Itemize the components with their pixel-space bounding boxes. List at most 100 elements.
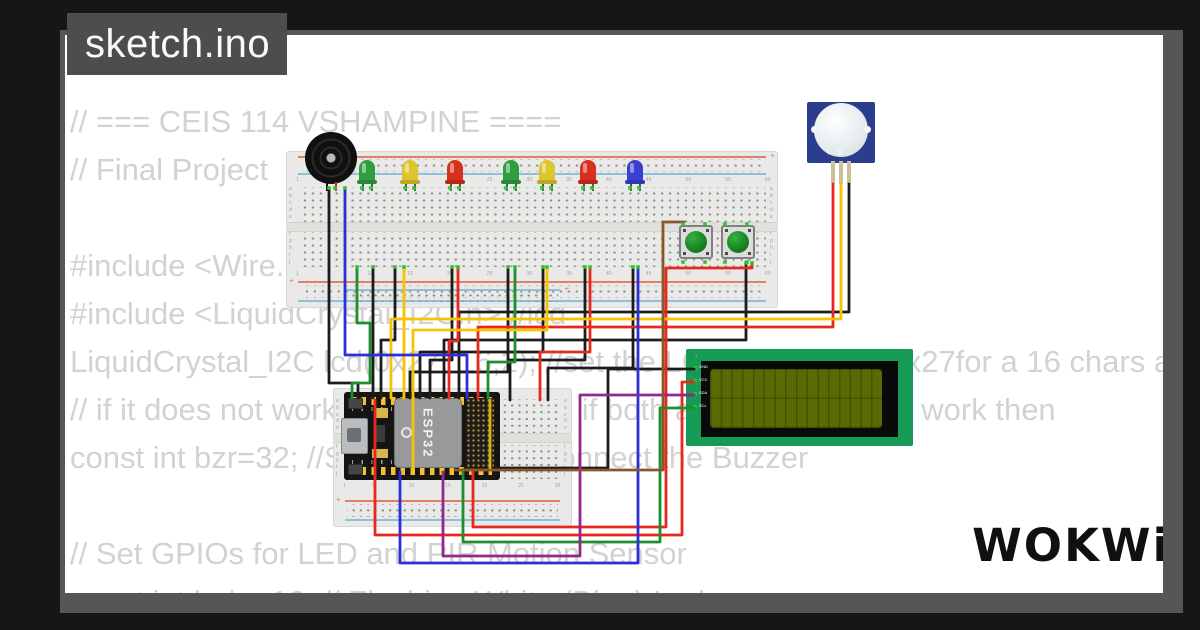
led-flange: [625, 180, 645, 184]
led-leg: [414, 184, 416, 191]
row-label: i: [336, 464, 338, 471]
led-yellow[interactable]: [400, 160, 420, 191]
esp32-chip: [375, 425, 385, 442]
column-label: 1: [296, 177, 299, 183]
usb-connector: [341, 418, 368, 454]
pir-pin-label: +: [827, 151, 831, 157]
row-label: f: [770, 231, 772, 237]
led-leg: [592, 184, 594, 191]
lcd-pin-label: SDA: [699, 390, 708, 395]
row-label: e: [289, 214, 292, 220]
led-highlight: [362, 163, 366, 173]
row-label: h: [564, 457, 567, 464]
row-label: i: [564, 464, 566, 471]
column-label: 15: [445, 483, 451, 489]
led-red[interactable]: [445, 160, 465, 191]
rail-line-red: [345, 500, 560, 502]
led-leg: [506, 184, 508, 191]
column-label: 5: [372, 483, 375, 489]
row-label: b: [564, 404, 567, 411]
led-flange: [445, 180, 465, 184]
pushbutton-cap: [685, 231, 707, 253]
column-label: 10: [367, 271, 374, 277]
column-label: 1: [343, 483, 346, 489]
lcd-pin1-label: 1: [695, 353, 698, 358]
column-label: 30: [526, 177, 533, 183]
column-label: 50: [685, 177, 692, 183]
led-yellow[interactable]: [537, 160, 557, 191]
rail-holes: [347, 504, 558, 517]
code-line: // Final Project: [70, 152, 269, 187]
row-label: e: [564, 425, 567, 432]
column-label: 25: [486, 271, 493, 277]
hole-band: [298, 187, 766, 222]
buzzer-leg-positive: [335, 182, 337, 191]
column-label: 50: [685, 271, 692, 277]
column-label: 45: [645, 271, 652, 277]
led-red[interactable]: [578, 160, 598, 191]
pir-pin-label: -: [849, 151, 851, 157]
pushbutton-pin: [683, 229, 686, 232]
lcd-pin-label: GND: [699, 364, 708, 369]
row-label: h: [336, 457, 339, 464]
row-label: c: [336, 411, 339, 418]
led-leg: [551, 184, 553, 191]
esp32-bottom-pins: [352, 467, 492, 475]
file-tab[interactable]: sketch.ino: [67, 13, 287, 75]
column-label: 5: [327, 271, 331, 277]
led-green[interactable]: [357, 160, 377, 191]
esp32-rf-shield: ESP32: [394, 398, 462, 468]
pir-motion-sensor[interactable]: + D-: [807, 102, 875, 184]
pushbutton[interactable]: [679, 225, 713, 259]
wokwi-logo[interactable]: WOKWi: [970, 515, 1163, 575]
led-highlight: [506, 163, 510, 173]
led-highlight: [405, 163, 409, 173]
wokwi-spiral-icon: [401, 427, 412, 438]
row-label: e: [336, 425, 339, 432]
file-tab-label: sketch.ino: [85, 21, 271, 66]
row-label: d: [336, 418, 339, 425]
column-label: 55: [725, 271, 731, 277]
plus-label: +: [564, 284, 569, 293]
row-label: j: [770, 259, 772, 265]
buzzer[interactable]: [303, 130, 359, 191]
buzzer-body-icon: [305, 132, 357, 184]
led-highlight: [542, 163, 546, 173]
row-label: b: [289, 193, 292, 199]
row-label: b: [770, 193, 773, 199]
led-leg: [371, 184, 373, 191]
led-leg: [450, 184, 452, 191]
led-flange: [578, 180, 598, 184]
led-highlight: [450, 163, 454, 173]
esp32-en-button[interactable]: [348, 398, 363, 409]
column-label: 20: [447, 271, 453, 277]
led-leg: [515, 184, 517, 191]
column-label: 15: [407, 271, 413, 277]
row-label: a: [336, 398, 339, 404]
led-blue[interactable]: [625, 160, 645, 191]
column-label: 40: [606, 271, 612, 277]
column-label: 60: [765, 177, 771, 183]
lcd-pin-label: VCC: [699, 377, 708, 382]
row-label: g: [336, 450, 339, 457]
row-label: h: [289, 245, 292, 251]
esp32-devboard[interactable]: ESP32: [341, 392, 500, 480]
row-label: d: [564, 418, 567, 425]
led-green[interactable]: [501, 160, 521, 191]
led-flange: [501, 180, 521, 184]
pir-pin-label: D: [838, 151, 843, 157]
lcd-pin-dot: [693, 379, 697, 383]
row-label: c: [564, 411, 567, 418]
pushbutton[interactable]: [721, 225, 755, 259]
pushbutton-pin: [706, 229, 709, 232]
wire-layer: [327, 182, 851, 565]
column-label: 45: [645, 177, 652, 183]
row-label: a: [289, 186, 292, 192]
row-label: a: [564, 398, 567, 404]
column-label: 10: [408, 483, 415, 489]
pushbutton-cap: [727, 231, 749, 253]
led-highlight: [583, 163, 587, 173]
pushbutton-pin: [725, 252, 728, 255]
esp32-boot-button[interactable]: [348, 464, 363, 475]
